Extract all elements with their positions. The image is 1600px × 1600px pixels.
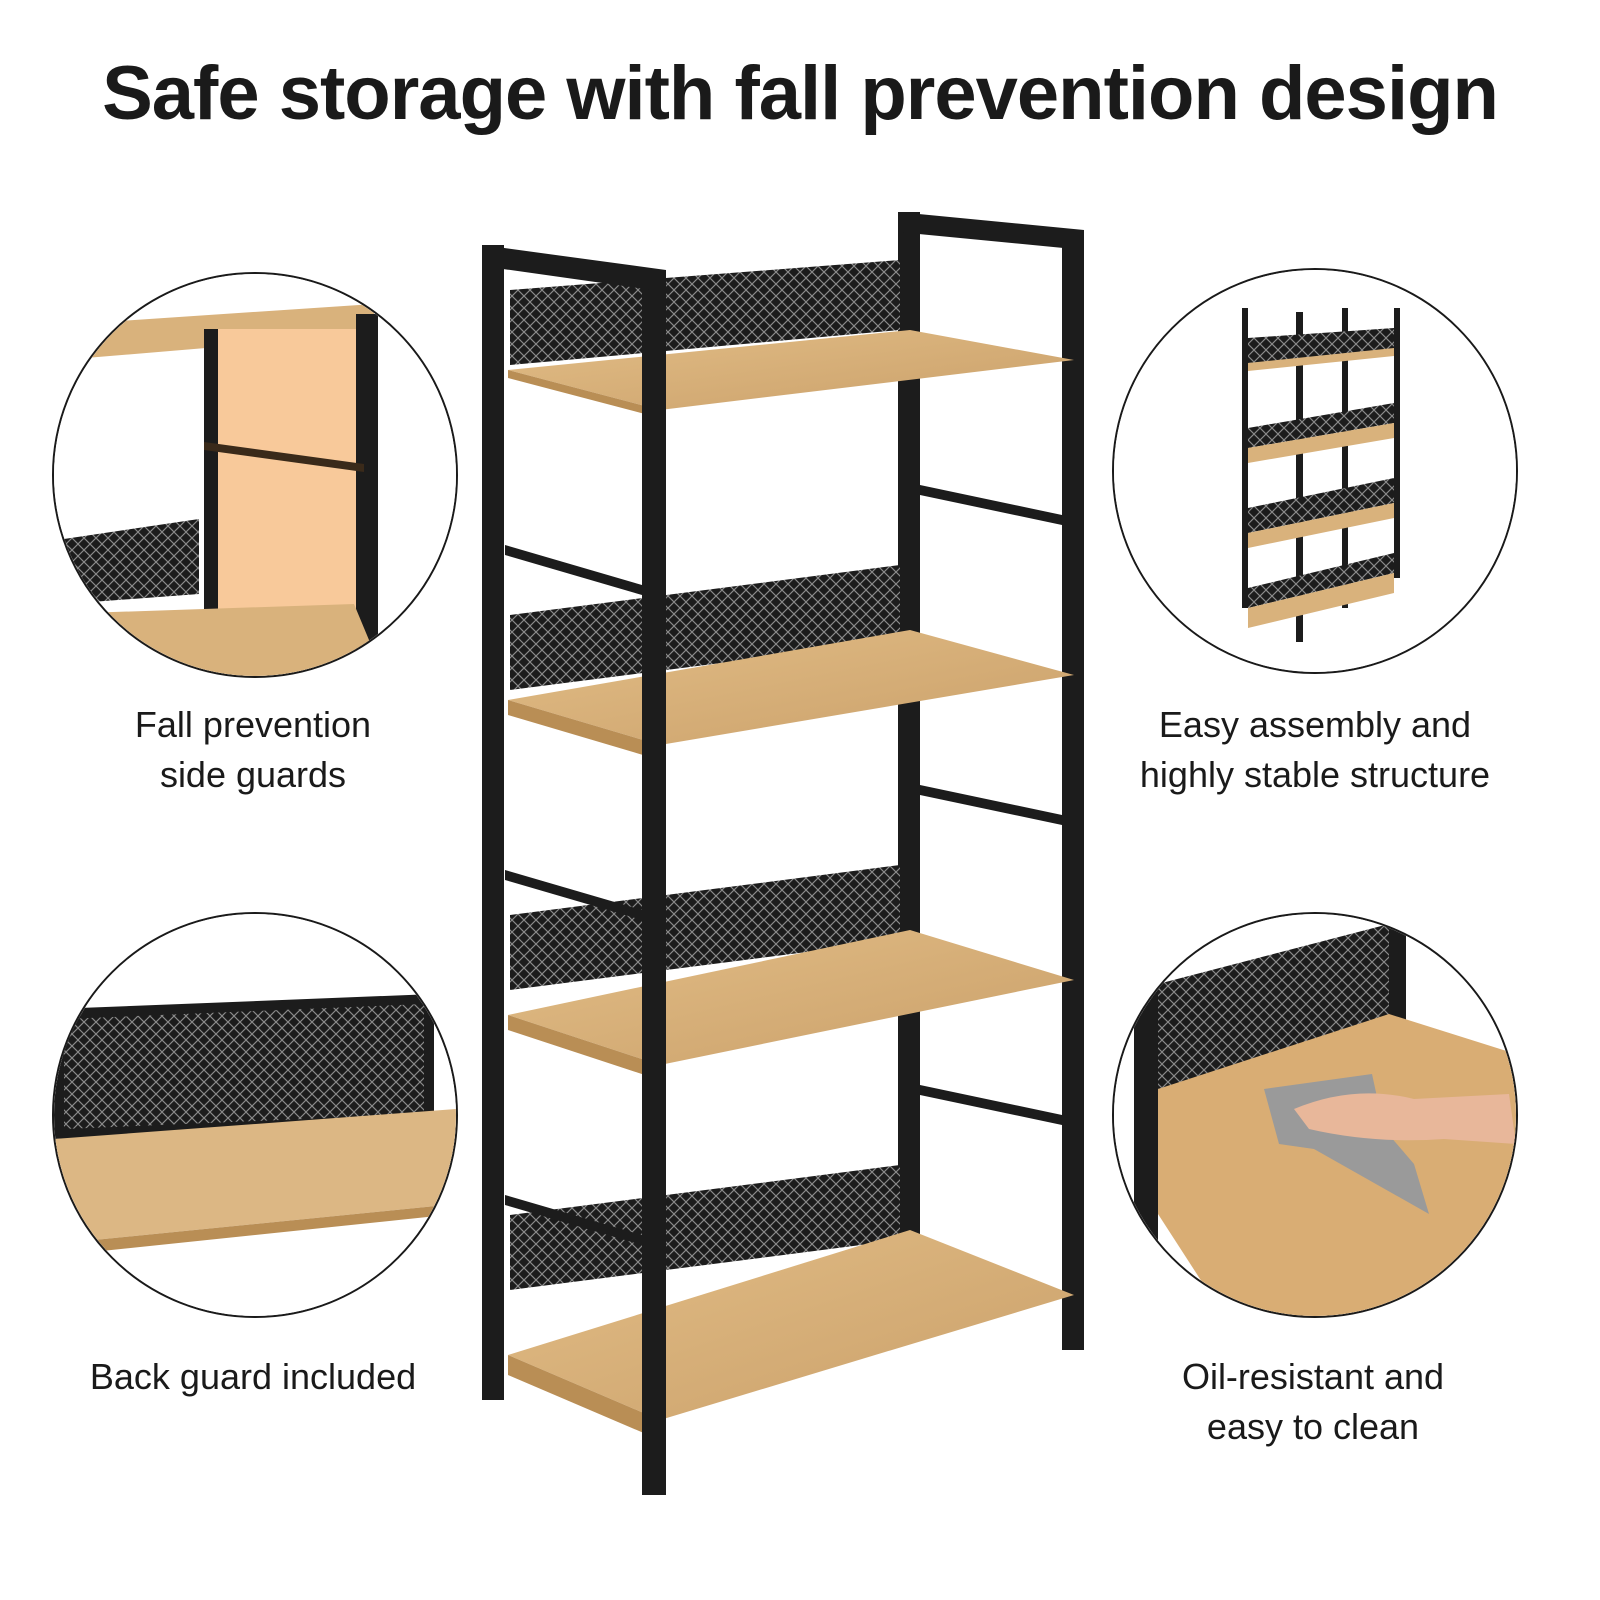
- bookshelf-illustration: [482, 212, 1084, 1495]
- feature-caption-oil-resistant: Oil-resistant and easy to clean: [1181, 1356, 1445, 1447]
- feature-caption-back-guard: Back guard included: [89, 1356, 417, 1397]
- oil-resistant-surface-image: [1112, 912, 1518, 1318]
- assembled-shelf-thumbnail-image: [1112, 268, 1518, 674]
- feature-caption-easy-assembly: Easy assembly and highly stable structur…: [1139, 704, 1491, 795]
- back-guard-detail-image: [52, 912, 458, 1318]
- page-title: Safe storage with fall prevention design: [102, 51, 1499, 136]
- feature-caption-side-guards: Fall prevention side guards: [134, 704, 372, 795]
- side-guards-detail-image: [52, 272, 458, 678]
